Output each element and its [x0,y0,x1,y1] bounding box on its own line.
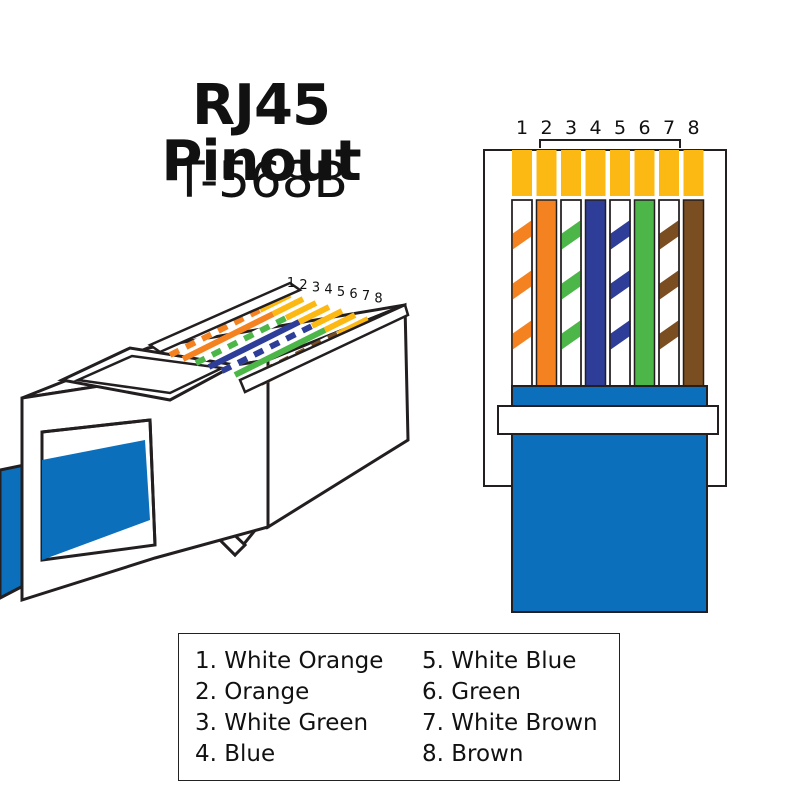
contact-6 [634,150,655,196]
angled-wire-3 [194,300,318,366]
angled-wire-5 [220,308,344,374]
wire-7 [658,199,680,387]
pin-number: 1 [516,117,528,139]
legend-item: 5. White Blue [422,648,577,674]
pin-number: 2 [540,117,552,139]
pinout-legend: 1. White Orange 2. Orange 3. White Green… [178,633,620,781]
wire-8 [682,199,705,387]
angled-pin-number: 2 [299,278,307,293]
wire-1 [511,199,533,387]
legend-item: 1. White Orange [195,648,384,674]
contact-7 [659,150,679,196]
legend-column-right: 5. White Blue 6. Green 7. White Brown 8.… [422,646,598,770]
contact-3 [561,150,581,196]
legend-item: 3. White Green [195,710,369,736]
angled-pin-number: 7 [362,289,370,304]
pin-number: 4 [589,117,601,139]
angled-wire-6 [233,312,357,378]
legend-item: 2. Orange [195,679,310,705]
front-contacts [512,150,704,196]
contact-1 [512,150,532,196]
connector-opening-cable [42,440,150,560]
angled-pin-number: 6 [349,287,357,302]
angled-pin-number: 5 [337,285,345,300]
wire-5 [609,199,631,387]
contact-2 [536,150,557,196]
wire-2 [535,199,558,387]
pin-number: 5 [614,117,626,139]
angled-pin-number: 1 [287,276,295,291]
wire-3 [560,199,582,387]
wire-4 [584,199,607,387]
wire-6 [633,199,656,387]
pin-number: 8 [687,117,699,139]
connector-ridge [238,303,410,394]
contact-5 [610,150,630,196]
front-wires [511,199,705,387]
pin-bracket [539,139,681,148]
legend-column-left: 1. White Orange 2. Orange 3. White Green… [195,646,383,770]
legend-item: 6. Green [422,679,521,705]
legend-item: 8. Brown [422,741,524,767]
angled-pin-number: 3 [312,280,320,295]
cable-jacket [511,433,708,613]
pin-number: 6 [638,117,650,139]
strain-relief-bar [497,405,719,435]
angled-wire-2 [181,296,305,362]
pin-number: 7 [663,117,675,139]
page-title: RJ45 Pinout [161,73,361,194]
standard-subtitle: T-568B [174,151,348,209]
legend-item: 4. Blue [195,741,276,767]
contact-4 [585,150,606,196]
angled-pin-number: 4 [324,283,332,298]
angled-pin-number: 8 [374,291,382,306]
connector-back-step [147,281,303,354]
pin-number: 3 [565,117,577,139]
angled-wire-4 [207,304,331,370]
contact-8 [683,150,704,196]
legend-item: 7. White Brown [422,710,598,736]
